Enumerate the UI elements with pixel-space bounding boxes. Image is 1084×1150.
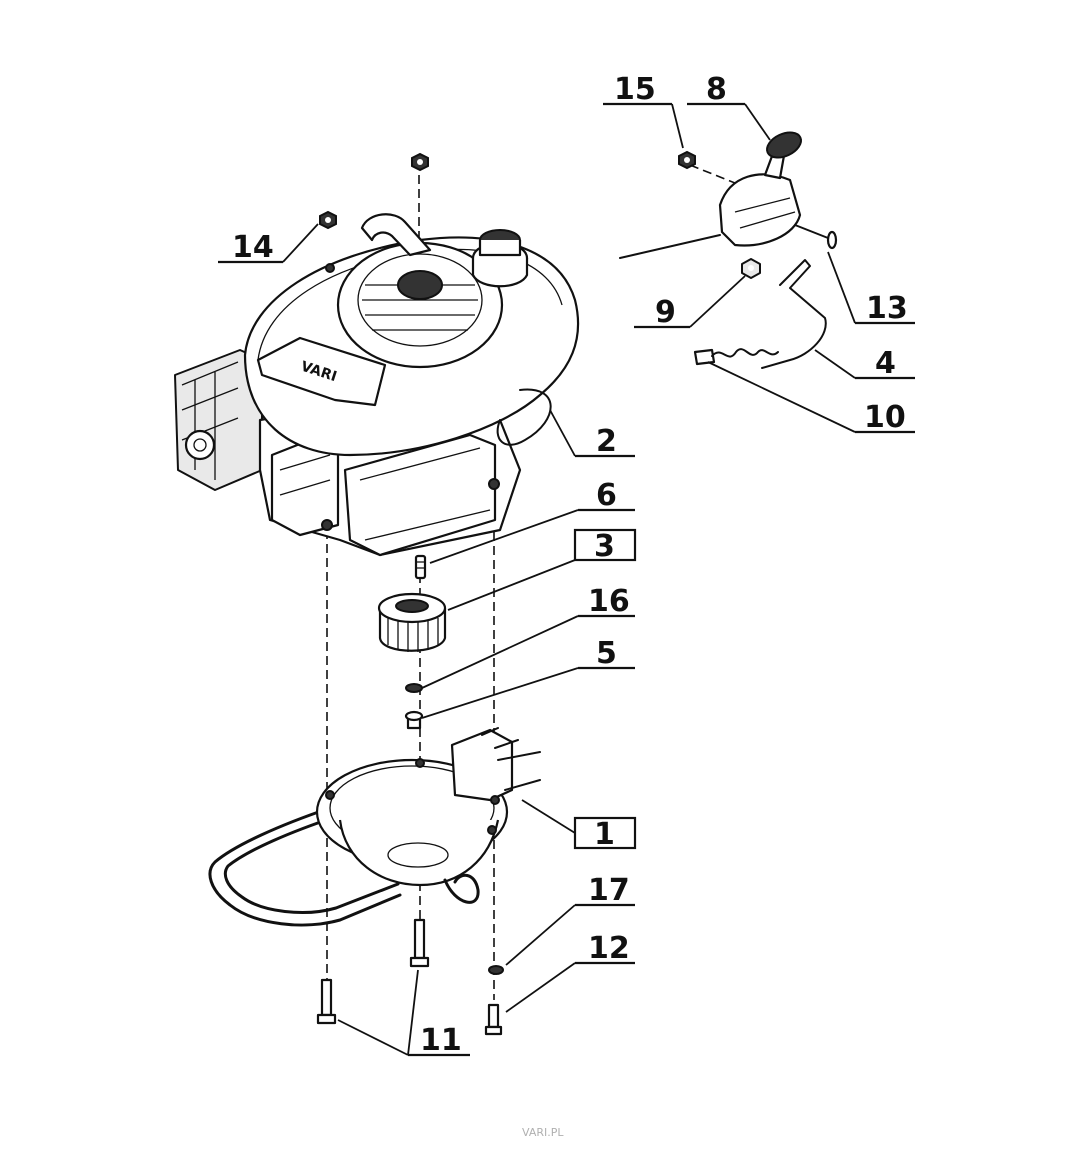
part-11-bolt-left[interactable] bbox=[316, 978, 337, 1025]
callout-9: 9 bbox=[634, 295, 690, 330]
part-14-nut[interactable] bbox=[319, 210, 337, 230]
callout-6: 6 bbox=[578, 478, 635, 513]
callout-3: 3 bbox=[573, 528, 637, 564]
engine-assembly[interactable]: VARI bbox=[174, 213, 580, 557]
callout-14: 14 bbox=[218, 230, 283, 265]
part-11-bolt-center[interactable] bbox=[409, 918, 430, 968]
part-10-spring[interactable] bbox=[693, 348, 779, 366]
callout-10-label: 10 bbox=[864, 400, 906, 435]
callout-12-label: 12 bbox=[588, 931, 630, 966]
callout-13-label: 13 bbox=[866, 291, 908, 326]
callout-3-label: 3 bbox=[594, 529, 615, 564]
callout-5-label: 5 bbox=[596, 636, 617, 671]
callout-5: 5 bbox=[578, 636, 635, 671]
part-6-pin[interactable] bbox=[414, 554, 427, 580]
footer-watermark: VARI.PL bbox=[522, 1126, 564, 1139]
part-nut-top[interactable] bbox=[411, 152, 429, 172]
callout-8: 8 bbox=[687, 72, 745, 107]
part-12-bolt[interactable] bbox=[484, 1003, 503, 1036]
part-15-nut[interactable] bbox=[678, 150, 696, 170]
part-4-control-rod[interactable] bbox=[761, 259, 827, 369]
callout-8-label: 8 bbox=[706, 72, 727, 107]
callout-4: 4 bbox=[855, 346, 915, 381]
callout-4-label: 4 bbox=[875, 346, 896, 381]
callout-9-label: 9 bbox=[655, 295, 676, 330]
callout-14-label: 14 bbox=[232, 230, 274, 265]
callout-2: 2 bbox=[575, 424, 635, 459]
part-17-washer[interactable] bbox=[488, 965, 504, 975]
part-9-nut[interactable] bbox=[741, 258, 761, 279]
part-3-pulley[interactable] bbox=[377, 592, 447, 652]
callout-2-label: 2 bbox=[596, 424, 617, 459]
callout-16-label: 16 bbox=[588, 584, 630, 619]
callout-1-label: 1 bbox=[594, 817, 615, 852]
part-1-deck-frame[interactable] bbox=[208, 727, 541, 927]
callout-17: 17 bbox=[575, 873, 635, 908]
part-16-washer[interactable] bbox=[405, 683, 423, 693]
part-13-pin[interactable] bbox=[794, 224, 838, 250]
leader-lines bbox=[282, 103, 856, 1056]
callout-11: 11 bbox=[408, 1023, 470, 1058]
part-5-bolt[interactable] bbox=[404, 710, 424, 730]
callout-15-label: 15 bbox=[614, 72, 656, 107]
callout-6-label: 6 bbox=[596, 478, 617, 513]
part-8-throttle-control[interactable] bbox=[619, 127, 805, 259]
callout-12: 12 bbox=[575, 931, 635, 966]
callout-11-label: 11 bbox=[420, 1023, 462, 1058]
callout-17-label: 17 bbox=[588, 873, 630, 908]
callout-1: 1 bbox=[573, 816, 637, 852]
callout-16: 16 bbox=[578, 584, 635, 619]
callout-13: 13 bbox=[855, 291, 915, 326]
callout-15: 15 bbox=[603, 72, 672, 107]
callout-10: 10 bbox=[855, 400, 915, 435]
